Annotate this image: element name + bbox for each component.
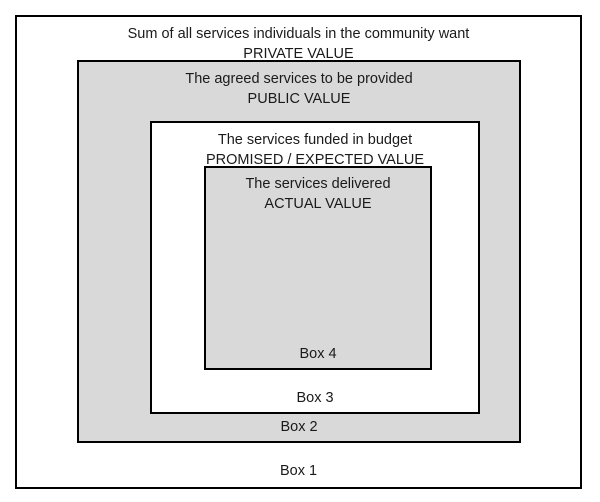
- box-4-heading: The services delivered ACTUAL VALUE: [206, 174, 430, 214]
- box-1-label: Box 1: [279, 463, 318, 479]
- box-3-promised-expected-value: The services funded in budget PROMISED /…: [150, 121, 480, 414]
- box-2-public-value: The agreed services to be provided PUBLI…: [77, 60, 521, 443]
- box-4-value-name: ACTUAL VALUE: [264, 196, 372, 212]
- box-2-heading: The agreed services to be provided PUBLI…: [79, 69, 519, 109]
- box-2-description: The agreed services to be provided: [185, 71, 413, 87]
- box-4-label: Box 4: [299, 346, 337, 362]
- box-1-description: Sum of all services individuals in the c…: [127, 26, 470, 42]
- box-3-label: Box 3: [296, 390, 334, 406]
- box-4-description: The services delivered: [245, 176, 391, 192]
- box-3-description: The services funded in budget: [217, 132, 413, 148]
- box-4-actual-value: The services delivered ACTUAL VALUE Box …: [204, 166, 432, 370]
- box-1-heading: Sum of all services individuals in the c…: [17, 24, 580, 64]
- box-2-value-name: PUBLIC VALUE: [247, 91, 351, 107]
- box-1-value-name: PRIVATE VALUE: [243, 46, 354, 62]
- box-3-heading: The services funded in budget PROMISED /…: [152, 130, 478, 170]
- box-1-private-value: Sum of all services individuals in the c…: [15, 15, 582, 489]
- box-2-label: Box 2: [280, 419, 318, 435]
- box-3-value-name: PROMISED / EXPECTED VALUE: [205, 152, 425, 168]
